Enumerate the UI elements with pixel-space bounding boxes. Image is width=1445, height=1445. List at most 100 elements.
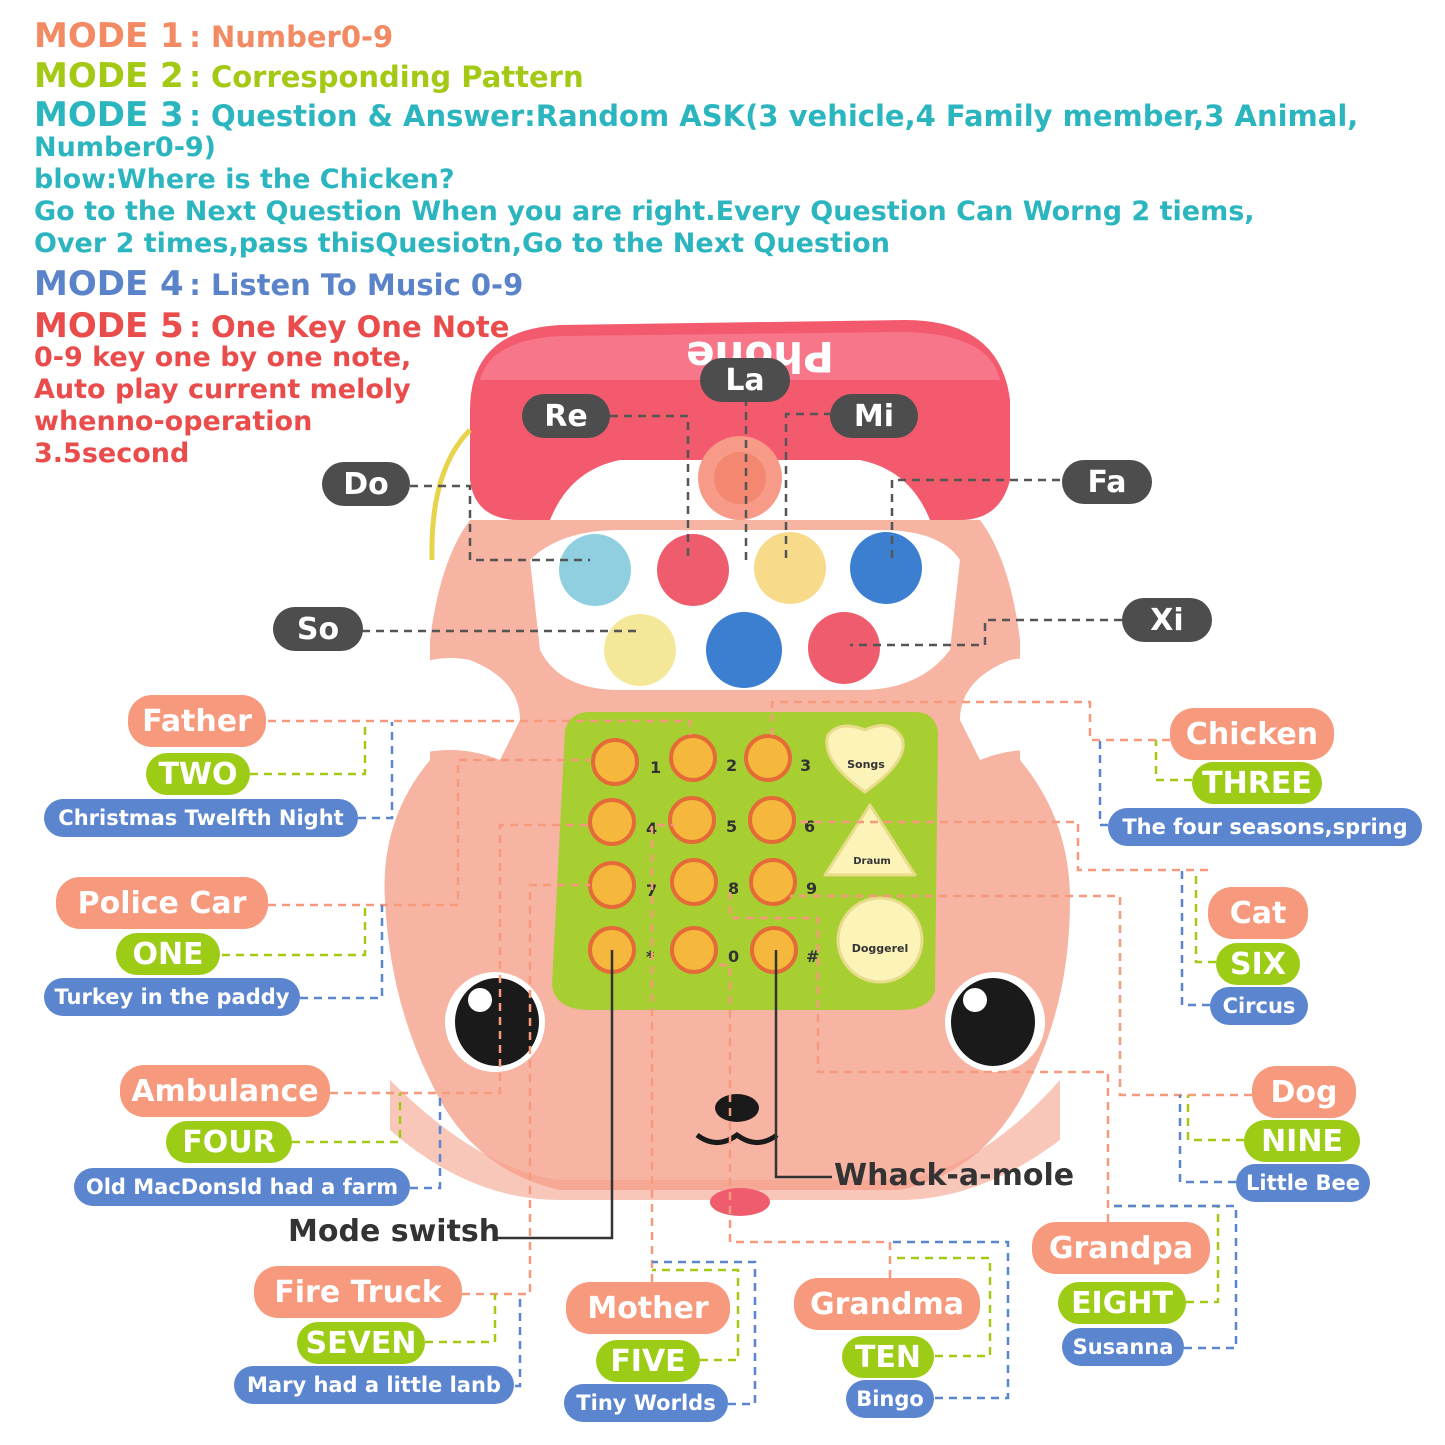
key-8[interactable] — [670, 858, 718, 906]
key-number-6: 6 — [804, 817, 815, 836]
mole-xi[interactable] — [808, 612, 880, 684]
drum-button[interactable] — [823, 803, 917, 877]
mode-1-line: MODE 1 : Number0-9 — [34, 16, 393, 56]
label-grandpa-song: Susanna — [1062, 1328, 1184, 1366]
label-leader-lines — [222, 700, 1252, 1406]
label-mother-song: Tiny Worlds — [564, 1384, 728, 1422]
mode-2-text: : Corresponding Pattern — [189, 60, 584, 94]
key-7[interactable] — [588, 861, 636, 909]
note-so: So — [273, 607, 363, 651]
label-grandma-name: Grandma — [794, 1278, 980, 1330]
key-number-star: * — [646, 947, 655, 966]
mole-mi[interactable] — [754, 532, 826, 604]
songs-label: Songs — [847, 758, 885, 771]
key-number-8: 8 — [728, 879, 739, 898]
key-number-7: 7 — [646, 881, 657, 900]
mole-fa[interactable] — [850, 532, 922, 604]
note-re: Re — [522, 394, 610, 438]
key-number-1: 1 — [650, 758, 661, 777]
label-cat-number: SIX — [1216, 943, 1300, 985]
key-number-0: 0 — [728, 947, 739, 966]
key-3[interactable] — [744, 734, 792, 782]
label-dog-song: Little Bee — [1236, 1164, 1370, 1202]
label-chicken-name: Chicken — [1170, 708, 1334, 760]
label-dog-name: Dog — [1252, 1066, 1356, 1118]
mode-3-line-2: Number0-9) — [34, 132, 217, 163]
label-fire-name: Fire Truck — [254, 1266, 462, 1318]
key-number-3: 3 — [800, 756, 811, 775]
key-number-5: 5 — [726, 817, 737, 836]
mole-do[interactable] — [559, 534, 631, 606]
mode-5-text: : One Key One Note — [189, 310, 510, 344]
toy-face — [445, 972, 1045, 1145]
key-5[interactable] — [668, 796, 716, 844]
label-grandma-number: TEN — [842, 1336, 934, 1378]
mode-3-heading: MODE 3 — [34, 95, 184, 135]
doggerel-button[interactable] — [836, 896, 924, 984]
label-cat-song: Circus — [1210, 987, 1308, 1025]
label-father-name: Father — [128, 695, 266, 747]
label-fire-song: Mary had a little lanb — [234, 1366, 514, 1404]
key-number-9: 9 — [806, 879, 817, 898]
mode-5-line: MODE 5 : One Key One Note — [34, 306, 509, 346]
mode-3-line: MODE 3 : Question & Answer:Random ASK(3 … — [34, 95, 1358, 135]
mode-2-line: MODE 2 : Corresponding Pattern — [34, 56, 584, 96]
note-do: Do — [322, 462, 410, 506]
label-grandpa-number: EIGHT — [1058, 1282, 1186, 1324]
key-number-2: 2 — [726, 756, 737, 775]
keypad-keys — [588, 734, 798, 974]
key-2[interactable] — [669, 734, 717, 782]
label-police-number: ONE — [116, 933, 220, 975]
mode-5-line-3: Auto play current meloly — [34, 374, 411, 405]
label-police-name: Police Car — [56, 877, 268, 929]
function-buttons: Songs Draum Doggerel — [823, 724, 924, 984]
mole-so[interactable] — [604, 614, 676, 686]
mole-re[interactable] — [657, 534, 729, 606]
label-ambulance-song: Old MacDonsld had a farm — [74, 1168, 410, 1206]
mode-5-line-5: 3.5second — [34, 438, 190, 469]
drum-label: Draum — [853, 856, 891, 867]
whack-a-mole-callout: Whack-a-mole — [834, 1158, 1075, 1193]
mode-5-heading: MODE 5 — [34, 306, 184, 346]
toy-nose — [715, 1094, 759, 1122]
mode-1-text: : Number0-9 — [189, 20, 394, 54]
note-fa: Fa — [1062, 460, 1152, 504]
note-xi: Xi — [1122, 598, 1212, 642]
toy-mouth — [695, 1131, 779, 1145]
label-father-song: Christmas Twelfth Night — [44, 799, 358, 837]
label-fire-number: SEVEN — [297, 1322, 425, 1364]
mode-3-line-4: Go to the Next Question When you are rig… — [34, 196, 1255, 227]
key-0[interactable] — [670, 926, 718, 974]
mode-switch-callout: Mode switsh — [288, 1214, 501, 1249]
doggerel-label: Doggerel — [852, 942, 909, 955]
mode-2-heading: MODE 2 — [34, 56, 184, 96]
label-dog-number: NINE — [1244, 1120, 1360, 1162]
callout-lines — [496, 950, 832, 1240]
mode-3-text: : Question & Answer:Random ASK(3 vehicle… — [189, 99, 1359, 133]
note-leader-lines — [362, 398, 1122, 647]
key-9[interactable] — [749, 858, 797, 906]
note-la: La — [700, 358, 790, 402]
label-chicken-song: The four seasons,spring — [1108, 808, 1422, 846]
label-grandpa-name: Grandpa — [1032, 1222, 1210, 1274]
key-number-hash: # — [806, 947, 819, 966]
key-6[interactable] — [748, 796, 796, 844]
mode-switch-knob[interactable] — [710, 1188, 770, 1216]
mole-la[interactable] — [706, 612, 782, 688]
label-cat-name: Cat — [1208, 887, 1308, 939]
songs-button[interactable] — [825, 724, 905, 794]
label-mother-name: Mother — [566, 1282, 730, 1334]
key-4[interactable] — [588, 798, 636, 846]
phone-cord — [429, 428, 472, 561]
label-father-number: TWO — [146, 753, 250, 795]
key-hash[interactable] — [750, 926, 798, 974]
mode-4-text: : Listen To Music 0-9 — [189, 268, 524, 302]
label-police-song: Turkey in the paddy — [44, 978, 300, 1016]
mode-5-line-4: whenno-operation — [34, 406, 313, 437]
key-1[interactable] — [591, 738, 639, 786]
note-mi: Mi — [830, 394, 918, 438]
mode-4-heading: MODE 4 — [34, 264, 184, 304]
label-ambulance-number: FOUR — [166, 1121, 292, 1163]
mode-4-line: MODE 4 : Listen To Music 0-9 — [34, 264, 523, 304]
